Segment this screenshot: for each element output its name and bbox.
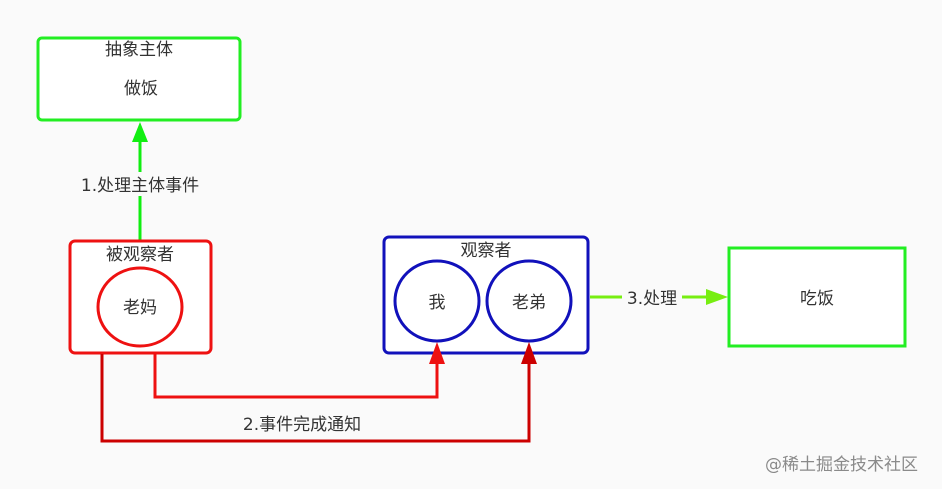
observer-brother: 老弟 — [512, 293, 546, 313]
observable-node: 被观察者 老妈 — [68, 239, 213, 355]
watermark: @稀土掘金技术社区 — [765, 455, 918, 475]
observable-title: 被观察者 — [106, 245, 174, 265]
eat-node: 吃饭 — [727, 246, 907, 348]
observable-member: 老妈 — [123, 298, 157, 318]
observer-me: 我 — [429, 293, 446, 313]
abstract-subject-node: 抽象主体 做饭 — [36, 36, 242, 122]
arrowhead-icon — [429, 342, 445, 364]
edge-handle-subject-label: 1.处理主体事件 — [81, 176, 199, 196]
eat-label: 吃饭 — [800, 289, 834, 309]
edge-handle: 3.处理 — [590, 286, 728, 309]
observers-node: 观察者 我 老弟 — [382, 235, 590, 355]
edge-notify-label: 2.事件完成通知 — [243, 415, 361, 435]
arrowhead-icon — [521, 342, 537, 364]
abstract-subject-label: 做饭 — [124, 79, 158, 99]
edge-handle-label: 3.处理 — [627, 289, 677, 309]
arrowhead-icon — [132, 122, 148, 142]
observers-title: 观察者 — [461, 241, 512, 261]
observer-me-circle — [393, 259, 481, 343]
arrowhead-icon — [706, 289, 728, 305]
edge-notify: 2.事件完成通知 — [100, 342, 537, 443]
abstract-subject-title: 抽象主体 — [105, 40, 173, 60]
observer-brother-circle — [485, 259, 573, 343]
observable-member-circle — [96, 266, 184, 348]
edge-handle-subject: 1.处理主体事件 — [72, 122, 208, 240]
